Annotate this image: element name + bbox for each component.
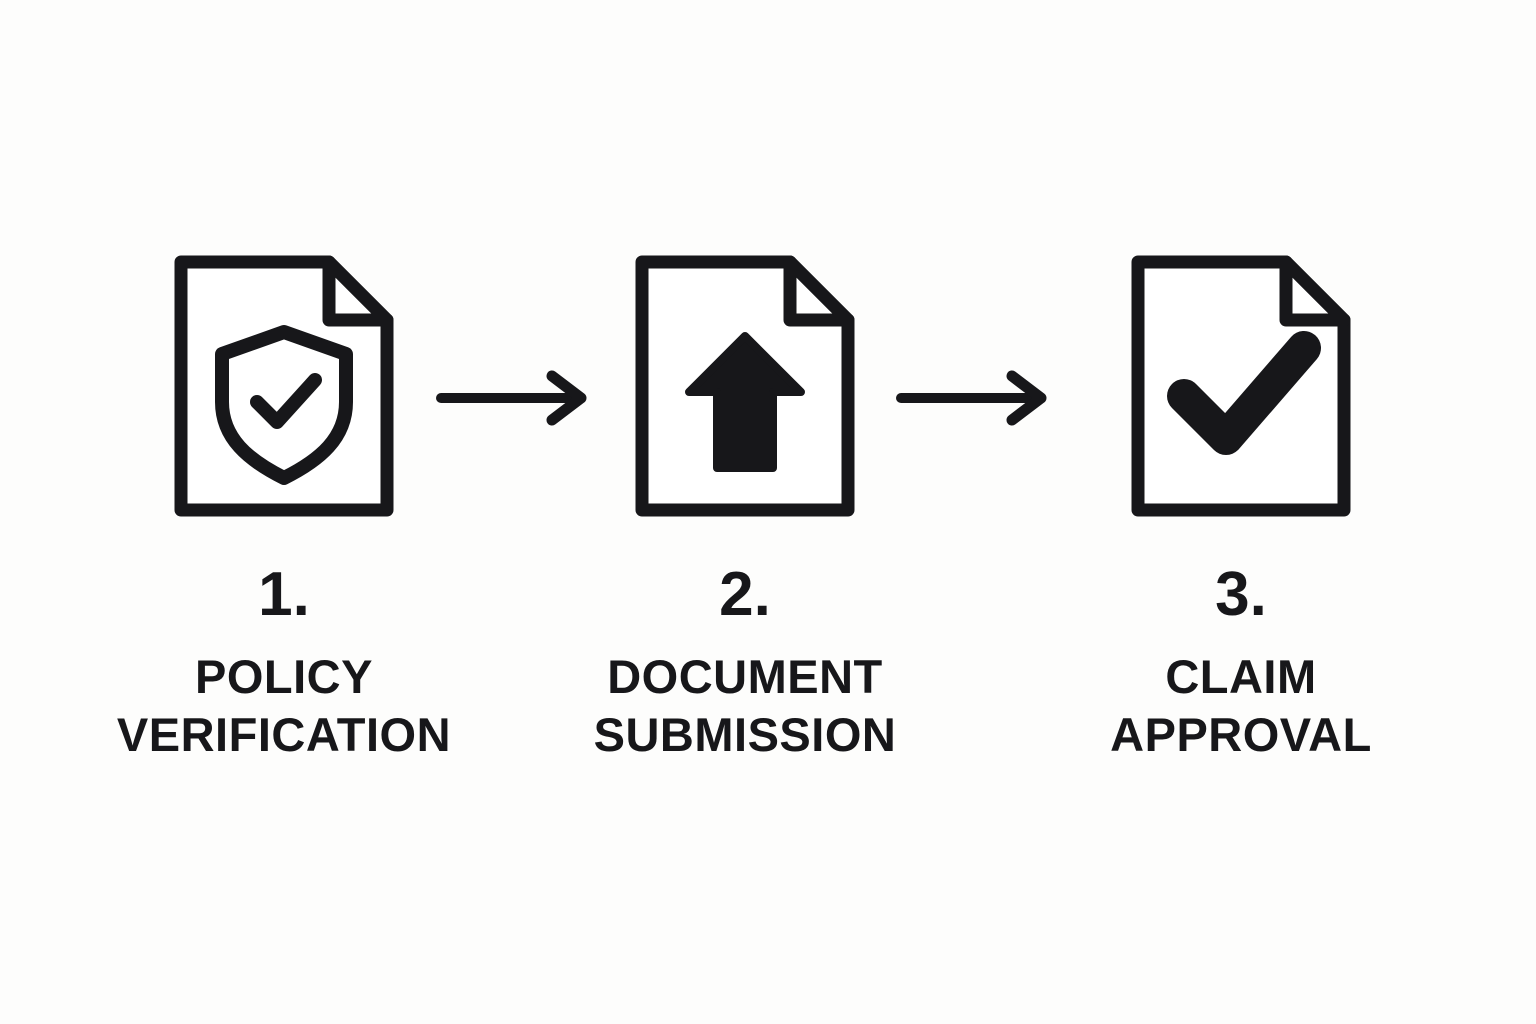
step-number: 1.	[258, 560, 310, 629]
process-step-1: 1. POLICY VERIFICATION	[74, 250, 494, 765]
document-upload-arrow-icon	[630, 250, 860, 522]
step-number: 3.	[1215, 560, 1267, 629]
step-title: CLAIM APPROVAL	[1110, 650, 1372, 762]
step-title: DOCUMENT SUBMISSION	[593, 650, 897, 762]
process-step-2: 2. DOCUMENT SUBMISSION	[535, 250, 955, 765]
step-title: POLICY VERIFICATION	[116, 650, 452, 762]
step-number: 2.	[719, 560, 771, 629]
arrow-right-icon	[895, 370, 1055, 426]
document-shield-check-icon	[169, 250, 399, 522]
process-step-3: 3. CLAIM APPROVAL	[1031, 250, 1451, 765]
document-checkmark-icon	[1126, 250, 1356, 522]
arrow-right-icon	[435, 370, 595, 426]
